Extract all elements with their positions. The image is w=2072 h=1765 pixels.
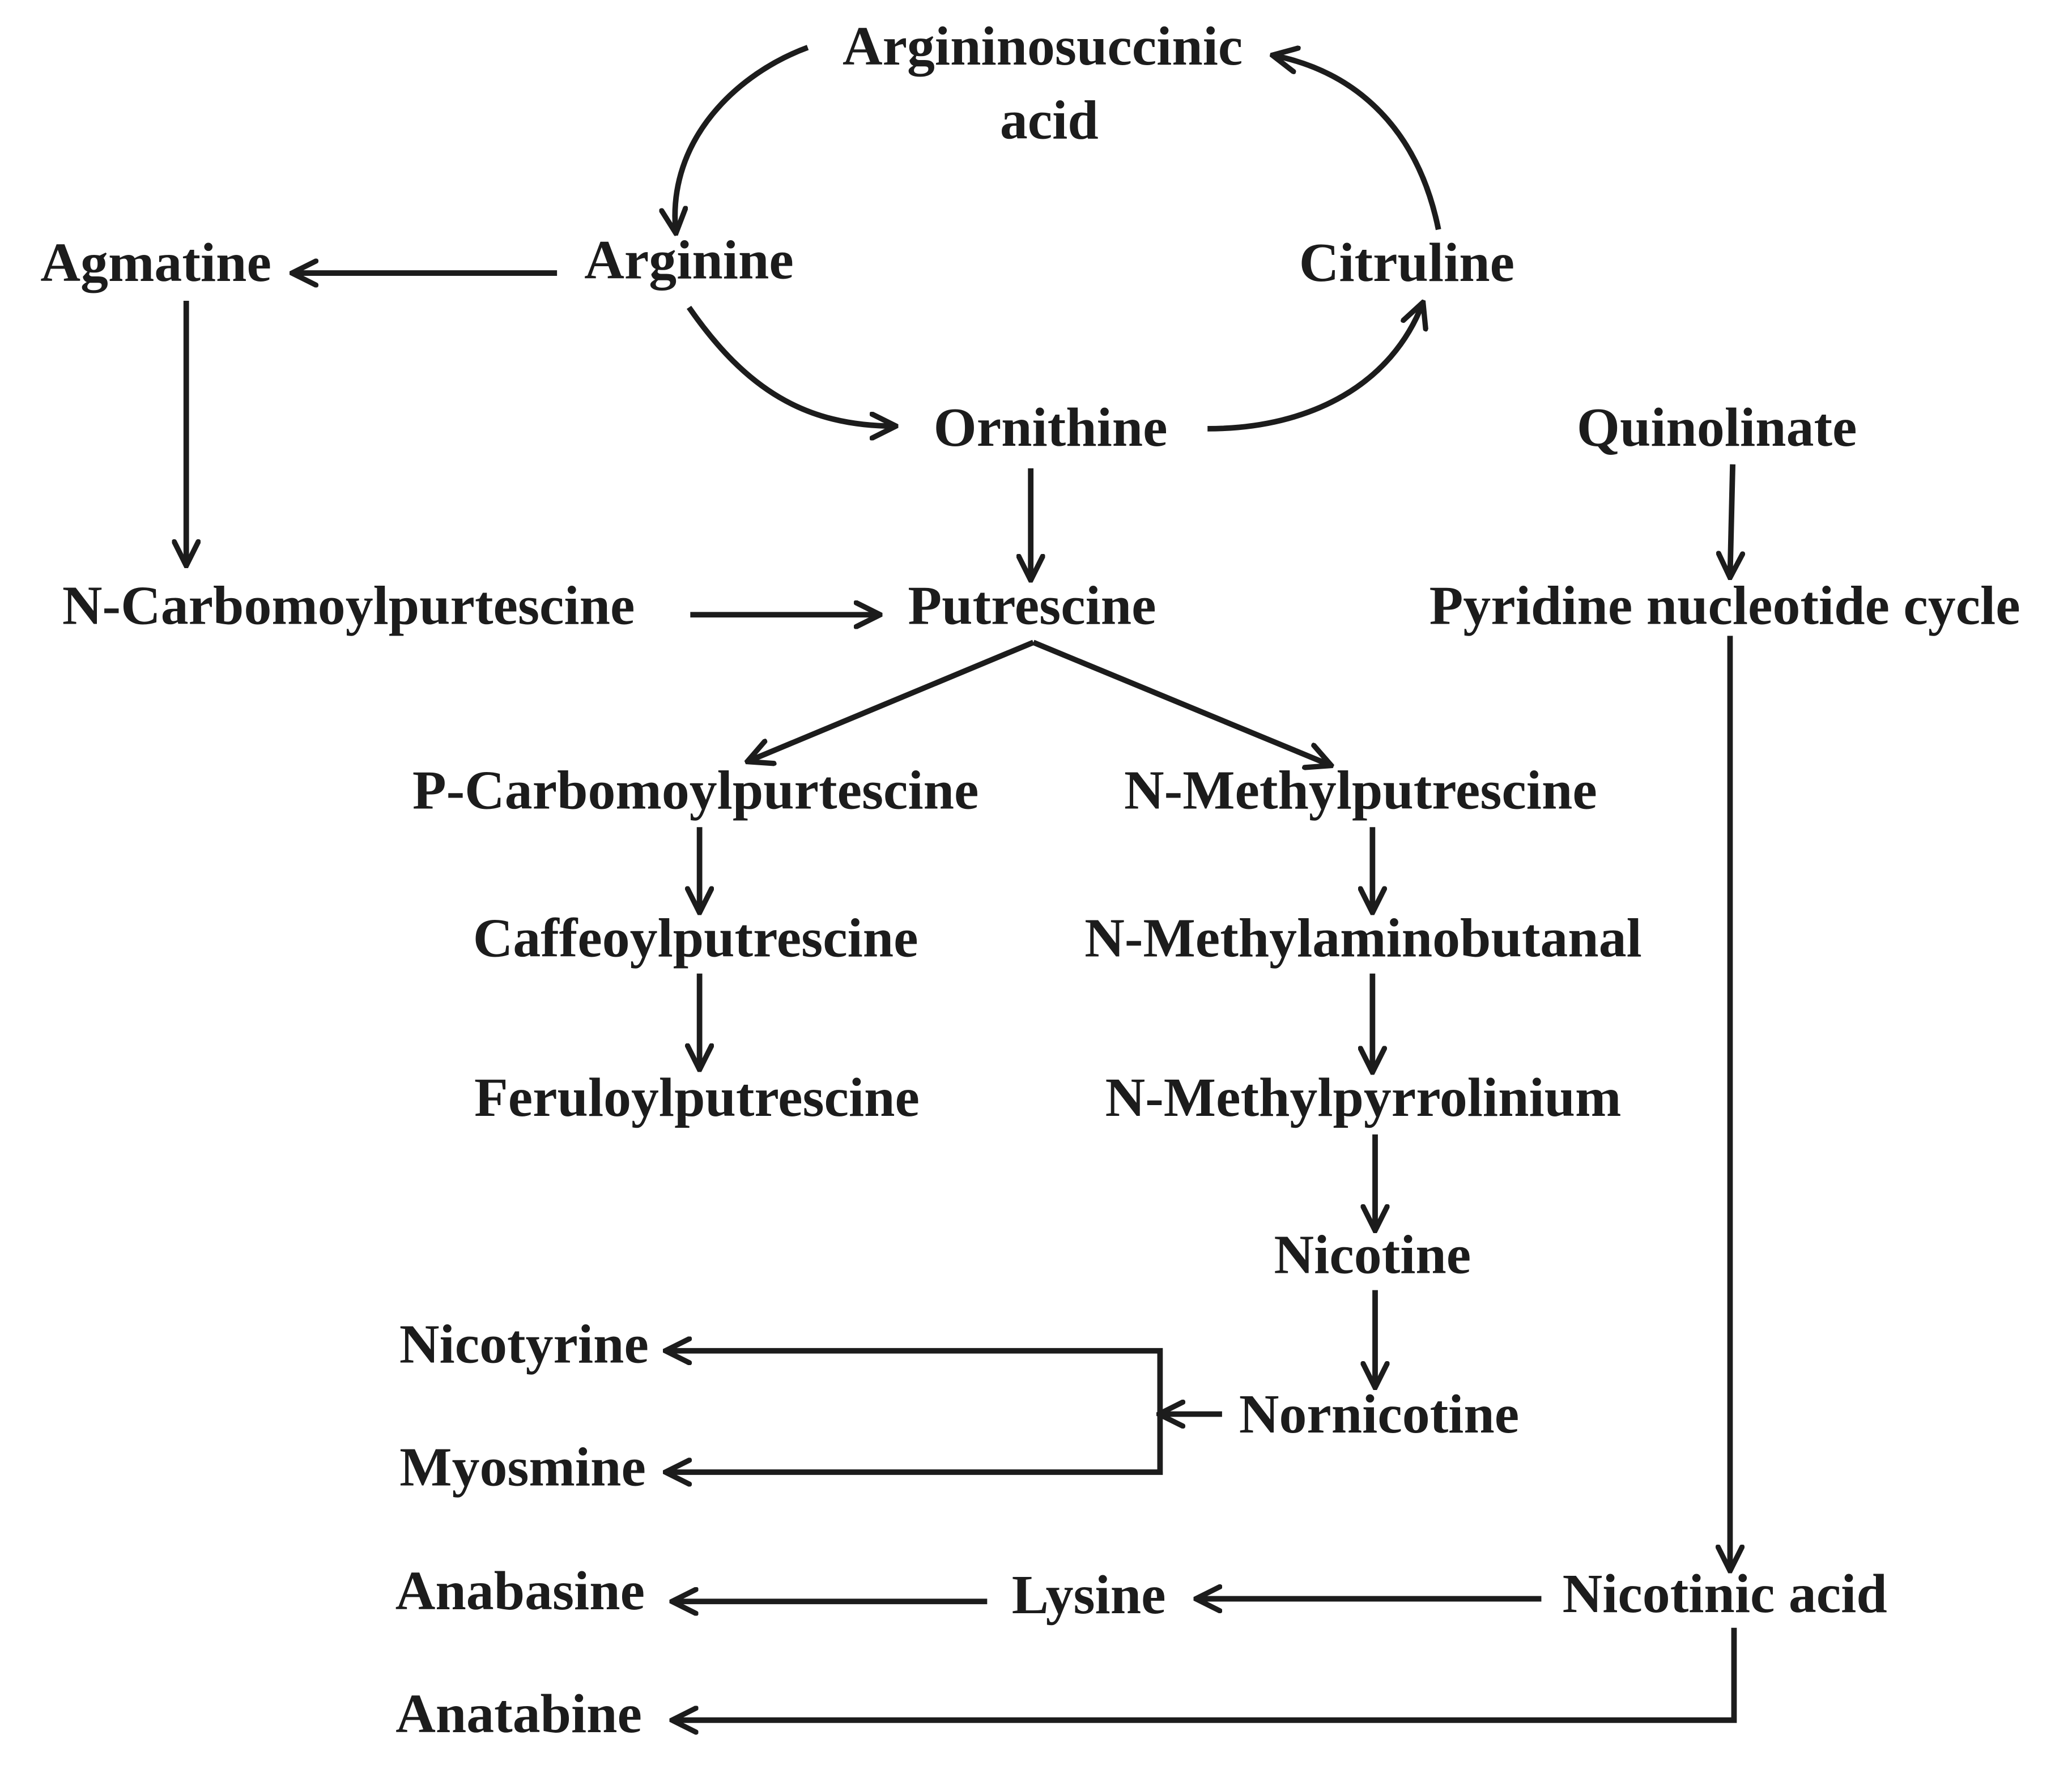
node-n-methylaminobutanal: N-Methylaminobutanal	[1084, 907, 1641, 969]
arrow-quinolinate-to-pyridine-nucleotide-cycle	[1730, 464, 1733, 577]
node-p-carbomoylpurtescine: P-Carbomoylpurtescine	[412, 760, 979, 821]
arrow-putrescine-to-p-carbomoylpurtescine	[748, 640, 1035, 761]
node-anatabine: Anatabine	[395, 1683, 642, 1745]
arrow-citruline-to-argininosuccinic	[1274, 56, 1441, 231]
node-pyridine-nucleotide-cycle: Pyridine nucleotide cycle	[1429, 575, 2020, 637]
node-argininosuccinic-acid-line1: Argininosuccinic	[843, 16, 1243, 77]
node-lysine: Lysine	[1012, 1564, 1166, 1626]
node-nicotine: Nicotine	[1274, 1224, 1471, 1285]
arrow-putrescine-to-n-methylputrescine	[1032, 640, 1330, 765]
node-myosmine: Myosmine	[399, 1436, 646, 1498]
node-nornicotine: Nornicotine	[1239, 1384, 1519, 1445]
node-putrescine: Putrescine	[908, 575, 1156, 637]
node-arginine: Arginine	[584, 229, 793, 291]
node-agmatine: Agmatine	[40, 232, 271, 293]
node-n-methylputrescine: N-Methylputrescine	[1124, 760, 1597, 821]
node-anabasine: Anabasine	[395, 1561, 645, 1622]
node-n-carbomoylpurtescine: N-Carbomoylpurtescine	[62, 575, 635, 637]
node-nicotyrine: Nicotyrine	[399, 1314, 649, 1375]
arrow-arginine-to-ornithine	[686, 305, 895, 427]
node-nicotinic-acid: Nicotinic acid	[1563, 1563, 1887, 1625]
node-feruloylputrescine: Feruloylputrescine	[474, 1067, 920, 1128]
node-argininosuccinic-acid-line2: acid	[1000, 90, 1099, 151]
node-n-methylpyrrolinium: N-Methylpyrrolinium	[1105, 1067, 1622, 1128]
arrow-junction-to-nicotyrine	[666, 1351, 1163, 1414]
node-citruline: Citruline	[1299, 232, 1514, 293]
node-ornithine: Ornithine	[934, 397, 1168, 458]
arrow-ornithine-to-citruline	[1207, 304, 1423, 432]
arrow-argininosuccinic-to-arginine	[675, 45, 809, 232]
arrow-nicotinic-acid-to-anatabine	[673, 1627, 1737, 1720]
node-caffeoylputrescine: Caffeoylputrescine	[473, 907, 918, 969]
node-quinolinate: Quinolinate	[1577, 397, 1857, 458]
arrow-junction-to-myosmine	[666, 1414, 1163, 1472]
